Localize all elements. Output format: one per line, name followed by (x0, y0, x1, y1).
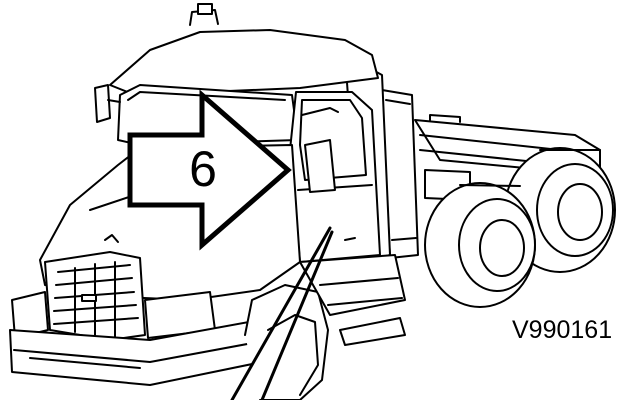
leader-line-icon (230, 226, 334, 400)
right-mirror (301, 107, 339, 193)
steps (299, 254, 406, 346)
front-bumper (9, 319, 263, 386)
grille (44, 251, 146, 341)
figure-code: V990161 (512, 316, 612, 344)
callout-number: 6 (189, 141, 217, 197)
left-mirror (94, 84, 121, 123)
rear-wheel-front (424, 182, 536, 308)
cab-roof (109, 3, 379, 96)
cab-door (289, 91, 381, 263)
right-arrow-icon (127, 89, 292, 251)
